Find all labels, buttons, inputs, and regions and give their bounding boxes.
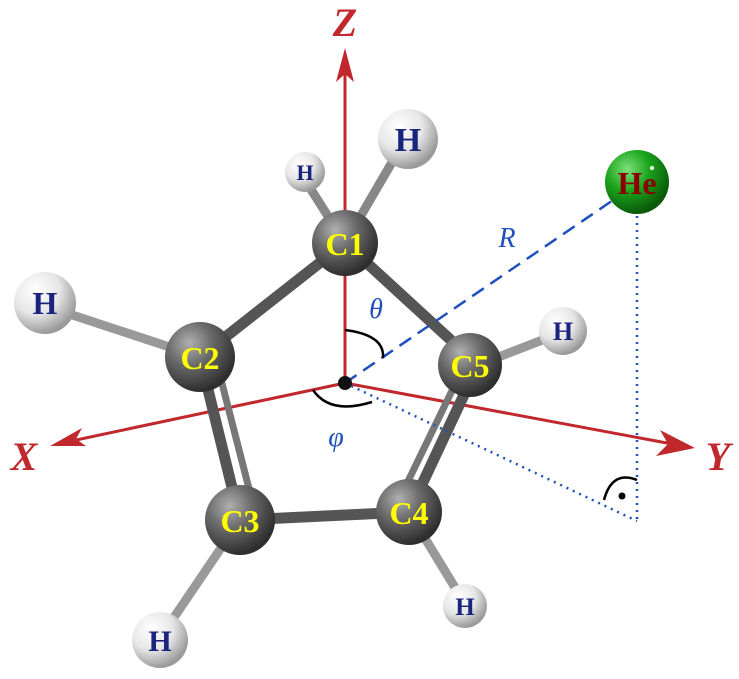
xy-plane-projection — [344, 381, 638, 523]
hydrogen-label: H — [33, 285, 58, 321]
theta-arc — [344, 328, 385, 359]
x-axis-label: X — [9, 434, 39, 479]
x-axis-arrowhead — [50, 428, 86, 446]
hydrogen-atom-c3: H — [132, 612, 188, 668]
y-axis-label: Y — [706, 434, 734, 479]
right-angle-arc — [602, 476, 638, 501]
carbon-label-c4: C4 — [389, 495, 428, 531]
y-axis — [344, 381, 684, 448]
distance-label-r: R — [497, 223, 515, 254]
hydrogen-atom-c1-large: H — [378, 109, 438, 169]
carbon-atom-c1: C1 — [312, 210, 378, 276]
carbon-label-c3: C3 — [220, 503, 259, 539]
carbon-label-c2: C2 — [180, 340, 219, 376]
carbon-atom-c5: C5 — [438, 333, 502, 397]
carbon-label-c5: C5 — [450, 348, 489, 384]
r-vector-line — [344, 192, 623, 385]
theta-label: θ — [369, 294, 383, 325]
carbon-atom-c4: C4 — [376, 479, 442, 545]
z-axis-arrowhead — [336, 48, 354, 82]
phi-label: φ — [328, 422, 344, 453]
carbon-atoms: C1 C2 C3 C4 C5 — [165, 210, 502, 555]
hydrogen-label: H — [455, 594, 475, 621]
hydrogen-atom-c4: H — [443, 584, 487, 628]
right-angle-dot — [618, 492, 626, 500]
hydrogen-atom-c5: H — [539, 307, 587, 355]
hydrogen-label: H — [553, 317, 573, 346]
x-axis — [61, 381, 346, 445]
z-axis-label: Z — [332, 0, 357, 45]
hydrogen-label: H — [296, 160, 313, 185]
geometry-lines — [311, 192, 639, 523]
hydrogen-label: H — [395, 122, 421, 159]
carbon-atom-c3: C3 — [205, 485, 275, 555]
y-axis-arrowhead — [656, 430, 695, 456]
helium-atom: He — [605, 150, 669, 214]
origin-point — [338, 376, 352, 390]
hydrogen-atom-c1-small: H — [285, 152, 325, 192]
helium-label: He — [617, 165, 656, 201]
phi-arc — [311, 389, 373, 408]
hydrogen-atoms: H H H H H H — [14, 109, 587, 668]
carbon-atom-c2: C2 — [165, 322, 235, 392]
hydrogen-atom-c2: H — [14, 272, 76, 334]
hydrogen-label: H — [148, 625, 171, 658]
carbon-label-c1: C1 — [325, 226, 364, 262]
